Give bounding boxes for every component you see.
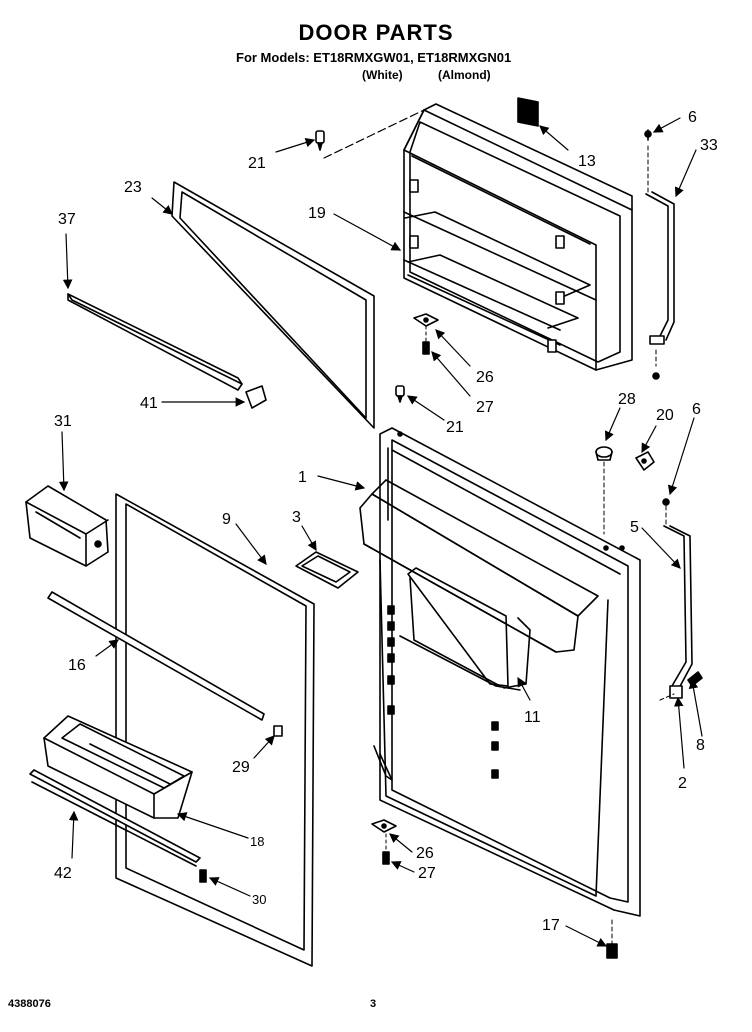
part-41-clip <box>245 385 267 409</box>
part-1-fresh-food-door <box>359 427 641 917</box>
leader-lines <box>58 117 703 947</box>
document-number: 4388076 <box>8 998 51 1010</box>
callout-27-top: 27 <box>476 399 494 416</box>
callout-31: 31 <box>54 413 72 430</box>
callout-6-top: 6 <box>688 109 697 126</box>
part-28-cap <box>595 446 613 535</box>
part-18-bin <box>43 715 193 819</box>
color-almond-label: (Almond) <box>438 68 491 82</box>
color-white-label: (White) <box>362 68 403 82</box>
callout-6-mid: 6 <box>692 401 701 418</box>
callout-5: 5 <box>630 519 639 536</box>
part-21-plug-top <box>315 109 425 159</box>
callout-26-bottom: 26 <box>416 845 434 862</box>
callout-23: 23 <box>124 179 142 196</box>
callout-1: 1 <box>298 469 307 486</box>
callout-28: 28 <box>618 391 636 408</box>
part-31-cover <box>25 485 109 567</box>
callout-41: 41 <box>140 395 158 412</box>
part-16-bar <box>47 591 265 721</box>
callout-11: 11 <box>524 709 541 726</box>
part-9-gasket <box>115 493 315 967</box>
part-26-27-bottom <box>371 819 397 865</box>
part-29-clip <box>273 725 283 737</box>
page-title: DOOR PARTS <box>298 20 454 45</box>
callout-18: 18 <box>250 834 264 849</box>
callout-16: 16 <box>68 657 86 674</box>
part-37-trim <box>67 293 243 391</box>
callout-26-top: 26 <box>476 369 494 386</box>
callout-37: 37 <box>58 211 76 228</box>
callout-42: 42 <box>54 865 72 882</box>
part-19-freezer-door <box>403 103 633 371</box>
page-number: 3 <box>370 998 377 1010</box>
callout-30: 30 <box>252 892 266 907</box>
part-26-27-top <box>413 313 439 355</box>
callout-20: 20 <box>656 407 674 424</box>
part-3-seal <box>295 551 359 589</box>
callout-33: 33 <box>700 137 718 154</box>
part-30-clip <box>199 869 207 883</box>
part-42-trim <box>29 769 201 867</box>
callout-19: 19 <box>308 205 326 222</box>
callout-8: 8 <box>696 737 705 754</box>
callout-21-mid: 21 <box>446 419 464 436</box>
callout-2: 2 <box>678 775 687 792</box>
callout-17: 17 <box>542 917 560 934</box>
part-13-label <box>517 97 539 127</box>
part-17-screw <box>606 919 618 959</box>
part-33-upper-hinge <box>644 129 675 380</box>
part-20-bushing <box>635 451 655 471</box>
part-21-plug-mid <box>395 385 405 403</box>
callout-13: 13 <box>578 153 596 170</box>
part-5-lower-hinge <box>659 498 703 701</box>
callout-21-top: 21 <box>248 155 266 172</box>
callout-3: 3 <box>292 509 301 526</box>
models-line: For Models: ET18RMXGW01, ET18RMXGN01 <box>236 50 512 65</box>
part-23-freezer-gasket <box>171 181 375 429</box>
callout-labels: 6 33 13 21 23 19 37 26 27 41 21 28 20 6 … <box>54 109 718 934</box>
callout-29: 29 <box>232 759 250 776</box>
callout-9: 9 <box>222 511 231 528</box>
callout-27-bottom: 27 <box>418 865 436 882</box>
